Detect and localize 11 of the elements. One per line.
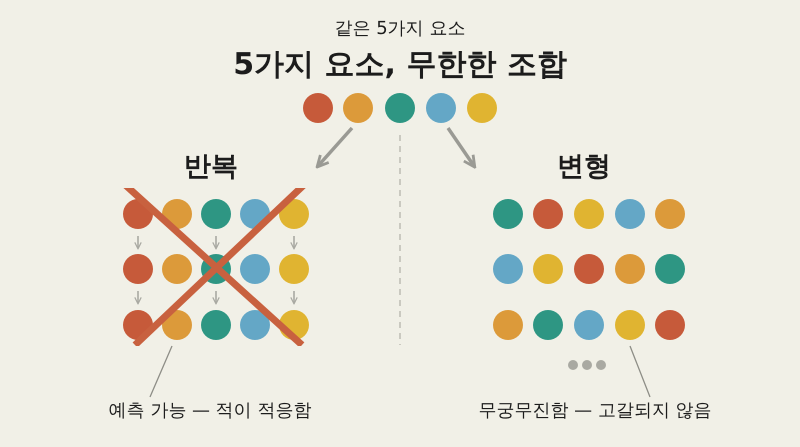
section-heading: 반복 <box>183 150 239 184</box>
arrow <box>446 127 476 169</box>
leader-line <box>149 346 173 398</box>
arrow <box>316 126 354 168</box>
title: 5가지 요소, 무한한 조합 <box>232 46 568 84</box>
section-heading: 변형 <box>556 150 612 184</box>
caption-text: 예측 가능 — 적이 적응함 <box>108 399 312 423</box>
leader-line <box>629 346 651 398</box>
caption-text: 무궁무진함 — 고갈되지 않음 <box>477 399 713 423</box>
color-circles-drawing <box>300 92 500 124</box>
subtitle: 같은 5가지 요소 <box>334 17 466 40</box>
